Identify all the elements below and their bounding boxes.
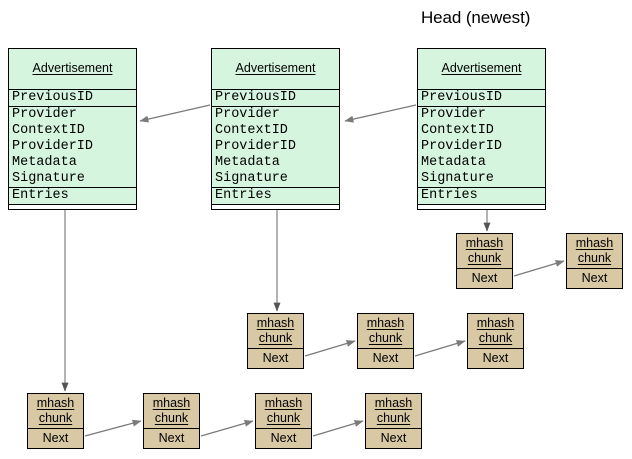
link-chunk-oldest-1-to-2 [200,419,254,437]
mhash-chunk-box[interactable]: mhash chunk Next [456,233,513,289]
mhash-chunk-header: mhash chunk [256,394,311,429]
mhash-chunk-next-field: Next [372,351,399,365]
mhash-chunk-line1: mhash [575,236,614,250]
advertisement-field-entries: Entries [421,188,478,203]
diagram-title: Head (newest) [421,8,531,27]
advertisement-footer-strip [212,204,339,209]
advertisement-header-cell: Advertisement [418,49,545,90]
mhash-chunk-line1: mhash [264,396,303,410]
mhash-chunk-next-field: Next [581,271,608,285]
mhash-chunk-line2: chunk [266,411,301,425]
advertisement-header-label: Advertisement [441,61,522,76]
mhash-chunk-line2: chunk [38,411,73,425]
advertisement-field-signature: Signature [9,171,136,188]
mhash-chunk-header: mhash chunk [28,394,83,429]
mhash-chunk-header: mhash chunk [144,394,199,429]
link-ad-head-to-ad-middle [344,104,417,123]
mhash-chunk-line2: chunk [258,331,293,345]
mhash-chunk-header: mhash chunk [358,314,413,349]
mhash-chunk-header: mhash chunk [468,314,523,349]
link-chunk-oldest-2-to-3 [312,420,364,437]
mhash-chunk-line2: chunk [368,331,403,345]
advertisement-field-provider: Provider [12,107,77,122]
mhash-chunk-box[interactable]: mhash chunk Next [566,233,623,289]
mhash-chunk-line1: mhash [465,236,504,250]
mhash-chunk-line1: mhash [152,396,191,410]
advertisement-field-signature: Signature [418,171,545,188]
mhash-chunk-line1: mhash [36,396,75,410]
advertisement-field-providerid: ProviderID [215,139,297,154]
advertisement-footer-strip [418,204,545,209]
advertisement-field-entries: Entries [12,188,69,203]
mhash-chunk-header: mhash chunk [366,394,421,429]
mhash-chunk-header: mhash chunk [567,234,622,269]
link-chunk-middle-0-to-1 [304,340,356,357]
mhash-chunk-box[interactable]: mhash chunk Next [27,393,84,449]
mhash-chunk-box[interactable]: mhash chunk Next [255,393,312,449]
advertisement-field-providerid: ProviderID [12,139,94,154]
mhash-chunk-line2: chunk [467,251,502,265]
advertisement-field-contextid: ContextID [215,123,288,138]
advertisement-field-entries: Entries [215,188,272,203]
advertisement-header-cell: Advertisement [212,49,339,90]
mhash-chunk-line1: mhash [366,316,405,330]
mhash-chunk-box[interactable]: mhash chunk Next [365,393,422,449]
advertisement-header-label: Advertisement [235,61,316,76]
mhash-chunk-line2: chunk [154,411,189,425]
mhash-chunk-box[interactable]: mhash chunk Next [247,313,304,369]
advertisement-field-signature: Signature [212,171,339,188]
mhash-chunk-line2: chunk [376,411,411,425]
advertisement-header-label: Advertisement [32,61,113,76]
mhash-chunk-line1: mhash [256,316,295,330]
mhash-chunk-line2: chunk [478,331,513,345]
advertisement-field-metadata: Metadata [215,155,280,170]
advertisement-field-contextid: ContextID [421,123,494,138]
advertisement-field-contextid: ContextID [12,123,85,138]
link-chunk-middle-1-to-2 [414,340,466,357]
mhash-chunk-box[interactable]: mhash chunk Next [143,393,200,449]
link-chunk-head-0-to-1 [513,260,565,277]
mhash-chunk-box[interactable]: mhash chunk Next [357,313,414,369]
advertisement-footer-strip [9,204,136,209]
advertisement-field-previousid: PreviousID [212,90,339,107]
advertisement-field-metadata: Metadata [421,155,486,170]
advertisement-box-oldest[interactable]: Advertisement PreviousID Provider Contex… [8,48,137,210]
mhash-chunk-next-field: Next [42,431,69,445]
advertisement-field-previousid: PreviousID [418,90,545,107]
mhash-chunk-header: mhash chunk [457,234,512,269]
link-chunk-oldest-0-to-1 [84,419,142,437]
mhash-chunk-next-field: Next [262,351,289,365]
mhash-chunk-next-field: Next [471,271,498,285]
mhash-chunk-next-field: Next [482,351,509,365]
mhash-chunk-line1: mhash [476,316,515,330]
advertisement-field-provider: Provider [215,107,280,122]
advertisement-box-head[interactable]: Advertisement PreviousID Provider Contex… [417,48,546,210]
advertisement-field-previousid: PreviousID [9,90,136,107]
advertisement-field-provider: Provider [421,107,486,122]
mhash-chunk-box[interactable]: mhash chunk Next [467,313,524,369]
advertisement-field-metadata: Metadata [12,155,77,170]
mhash-chunk-next-field: Next [380,431,407,445]
mhash-chunk-header: mhash chunk [248,314,303,349]
mhash-chunk-line1: mhash [374,396,413,410]
mhash-chunk-next-field: Next [158,431,185,445]
advertisement-field-group: Provider ContextID ProviderID Metadata S… [212,107,339,188]
mhash-chunk-line2: chunk [577,251,612,265]
advertisement-field-group: Provider ContextID ProviderID Metadata S… [9,107,136,188]
advertisement-field-group: Provider ContextID ProviderID Metadata S… [418,107,545,188]
advertisement-box-middle[interactable]: Advertisement PreviousID Provider Contex… [211,48,340,210]
link-ad-middle-to-ad-oldest [139,104,211,123]
mhash-chunk-next-field: Next [270,431,297,445]
advertisement-field-providerid: ProviderID [421,139,503,154]
advertisement-header-cell: Advertisement [9,49,136,90]
